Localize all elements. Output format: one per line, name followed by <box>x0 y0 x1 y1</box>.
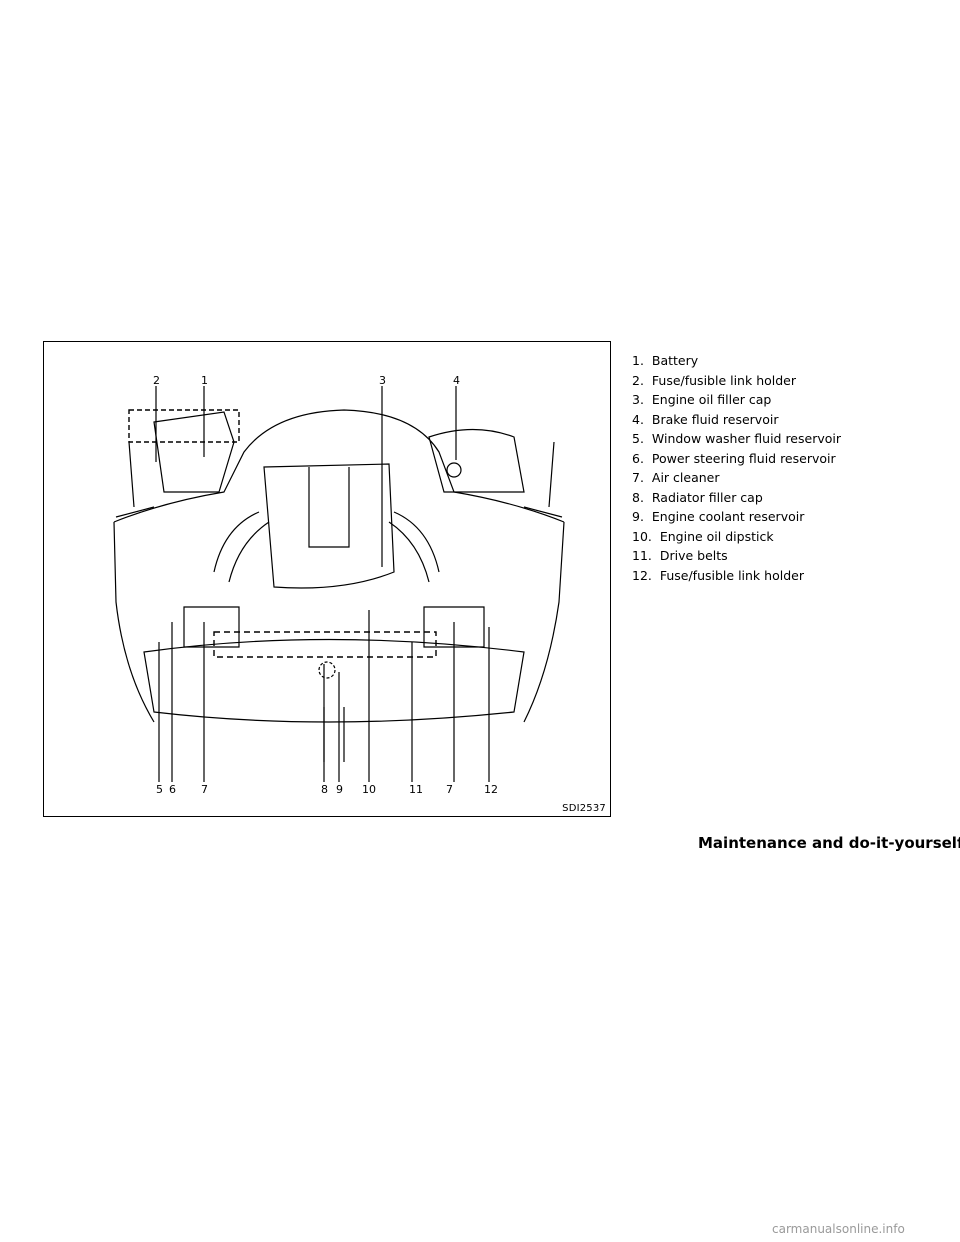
callout-2: 2 <box>153 374 160 387</box>
callout-4: 4 <box>453 374 460 387</box>
legend-item: 12. Fuse/fusible link holder <box>632 567 804 583</box>
legend-item: 2. Fuse/fusible link holder <box>632 372 797 388</box>
callout-12: 12 <box>484 783 498 796</box>
watermark: carmanualsonline.info <box>772 1222 905 1236</box>
engine-compartment-drawing: 2 1 3 4 5 6 7 8 9 10 11 7 12 <box>113 374 565 796</box>
legend-item: 9. Engine coolant reservoir <box>632 509 805 524</box>
callout-5: 5 <box>156 783 163 796</box>
legend-item: 7. Air cleaner <box>632 470 720 485</box>
callout-6: 6 <box>169 783 176 796</box>
callout-9: 9 <box>336 783 343 796</box>
legend-item: 11. Drive belts <box>632 548 728 563</box>
callout-11: 11 <box>409 783 423 796</box>
legend-item: 8. Radiator filler cap <box>632 489 763 505</box>
legend-item: 6. Power steering fluid reservoir <box>632 450 836 466</box>
callout-7-left: 7 <box>201 783 208 796</box>
legend-item: 4. Brake fluid reservoir <box>632 411 779 427</box>
callout-7-right: 7 <box>446 783 453 796</box>
legend-item: 1. Battery <box>632 353 699 368</box>
engine-compartment-figure: 2 1 3 4 5 6 7 8 9 10 11 7 12 SDI2537 <box>43 341 611 817</box>
figure-code: SDI2537 <box>562 803 606 814</box>
callout-1: 1 <box>201 374 208 387</box>
callout-8: 8 <box>321 783 328 796</box>
callout-3: 3 <box>379 374 386 387</box>
component-legend: 1. Battery 2. Fuse/fusible link holder 3… <box>632 351 841 585</box>
callout-10: 10 <box>362 783 376 796</box>
legend-item: 10. Engine oil dipstick <box>632 528 774 544</box>
legend-item: 3. Engine oil filler cap <box>632 392 772 407</box>
section-title: Maintenance and do-it-yourself <box>698 834 960 852</box>
page-footer: Maintenance and do-it-yourself8-9 <box>698 833 960 852</box>
legend-item: 5. Window washer fluid reservoir <box>632 431 842 446</box>
